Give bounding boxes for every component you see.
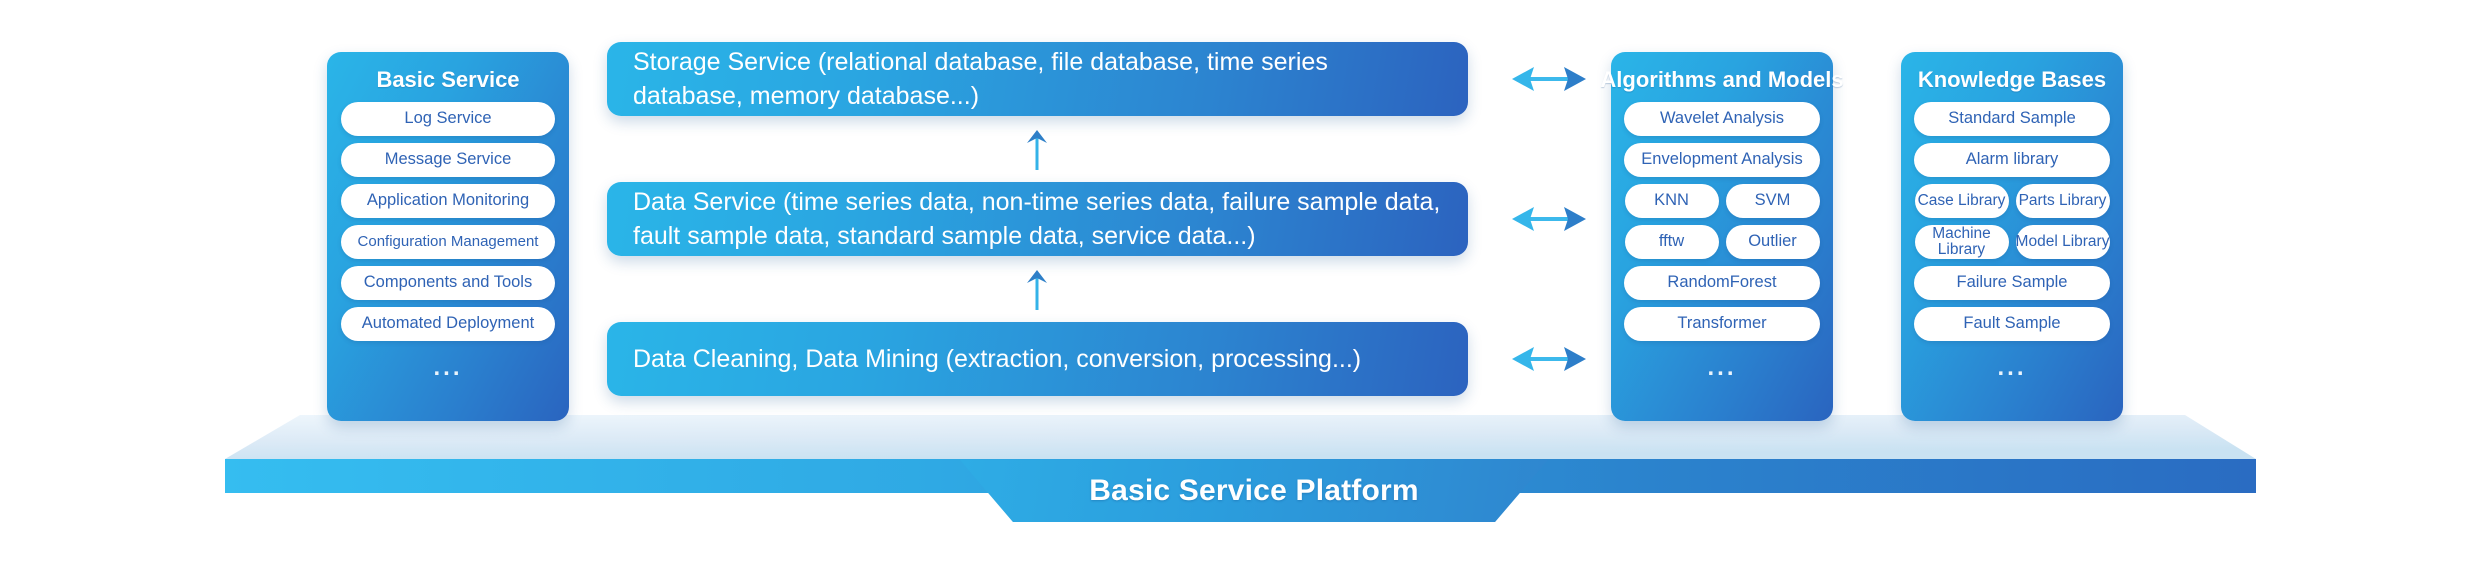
pill-configuration-management[interactable]: Configuration Management xyxy=(341,225,555,259)
pill-case-library[interactable]: Case Library xyxy=(1914,184,2009,218)
arrow-up-icon xyxy=(1022,268,1052,310)
panel-knowledge-bases[interactable]: Knowledge Bases Standard Sample Alarm li… xyxy=(1901,52,2123,421)
panel-algorithms-and-models[interactable]: Algorithms and Models Wavelet Analysis E… xyxy=(1600,52,1844,421)
box-storage-service[interactable]: Storage Service (relational database, fi… xyxy=(607,42,1468,116)
pill-wavelet-analysis[interactable]: Wavelet Analysis xyxy=(1624,102,1820,136)
pill-fault-sample[interactable]: Fault Sample xyxy=(1914,307,2110,341)
pill-row-knn-svm: KNN SVM xyxy=(1624,184,1820,225)
pill-parts-library[interactable]: Parts Library xyxy=(2015,184,2110,218)
pill-row-fftw-outlier: fftw Outlier xyxy=(1624,225,1820,266)
panel-knowledge-bases-more: ... xyxy=(1997,354,2027,381)
panel-algorithms-more: ... xyxy=(1707,354,1737,381)
arrow-bidirectional-icon xyxy=(1510,63,1588,95)
box-data-service[interactable]: Data Service (time series data, non-time… xyxy=(607,182,1468,256)
pill-components-and-tools[interactable]: Components and Tools xyxy=(341,266,555,300)
panel-algorithms-title: Algorithms and Models xyxy=(1600,67,1844,92)
pill-application-monitoring[interactable]: Application Monitoring xyxy=(341,184,555,218)
arrow-bidirectional-icon xyxy=(1510,203,1588,235)
pill-svm[interactable]: SVM xyxy=(1725,184,1820,218)
pill-automated-deployment[interactable]: Automated Deployment xyxy=(341,307,555,341)
panel-basic-service[interactable]: Basic Service Log Service Message Servic… xyxy=(327,52,569,421)
pill-message-service[interactable]: Message Service xyxy=(341,143,555,177)
pill-randomforest[interactable]: RandomForest xyxy=(1624,266,1820,300)
arrow-up-icon xyxy=(1022,128,1052,170)
pill-log-service[interactable]: Log Service xyxy=(341,102,555,136)
pill-failure-sample[interactable]: Failure Sample xyxy=(1914,266,2110,300)
pill-standard-sample[interactable]: Standard Sample xyxy=(1914,102,2110,136)
pill-row-machine-model-library: Machine Library Model Library xyxy=(1914,225,2110,266)
pill-machine-library[interactable]: Machine Library xyxy=(1914,225,2009,259)
panel-basic-service-title: Basic Service xyxy=(376,67,520,92)
pill-transformer[interactable]: Transformer xyxy=(1624,307,1820,341)
panel-basic-service-more: ... xyxy=(433,354,463,381)
pill-row-case-parts-library: Case Library Parts Library xyxy=(1914,184,2110,225)
pill-model-library[interactable]: Model Library xyxy=(2015,225,2110,259)
platform-label-tab: Basic Service Platform xyxy=(960,460,1548,522)
arrow-bidirectional-icon xyxy=(1510,343,1588,375)
pill-outlier[interactable]: Outlier xyxy=(1725,225,1820,259)
platform-label: Basic Service Platform xyxy=(1089,474,1419,507)
pill-fftw[interactable]: fftw xyxy=(1624,225,1719,259)
box-data-cleaning-mining[interactable]: Data Cleaning, Data Mining (extraction, … xyxy=(607,322,1468,396)
pill-alarm-library[interactable]: Alarm library xyxy=(1914,143,2110,177)
pill-knn[interactable]: KNN xyxy=(1624,184,1719,218)
pill-envelopment-analysis[interactable]: Envelopment Analysis xyxy=(1624,143,1820,177)
platform-top-surface xyxy=(225,415,2256,459)
panel-knowledge-bases-title: Knowledge Bases xyxy=(1917,67,2107,92)
